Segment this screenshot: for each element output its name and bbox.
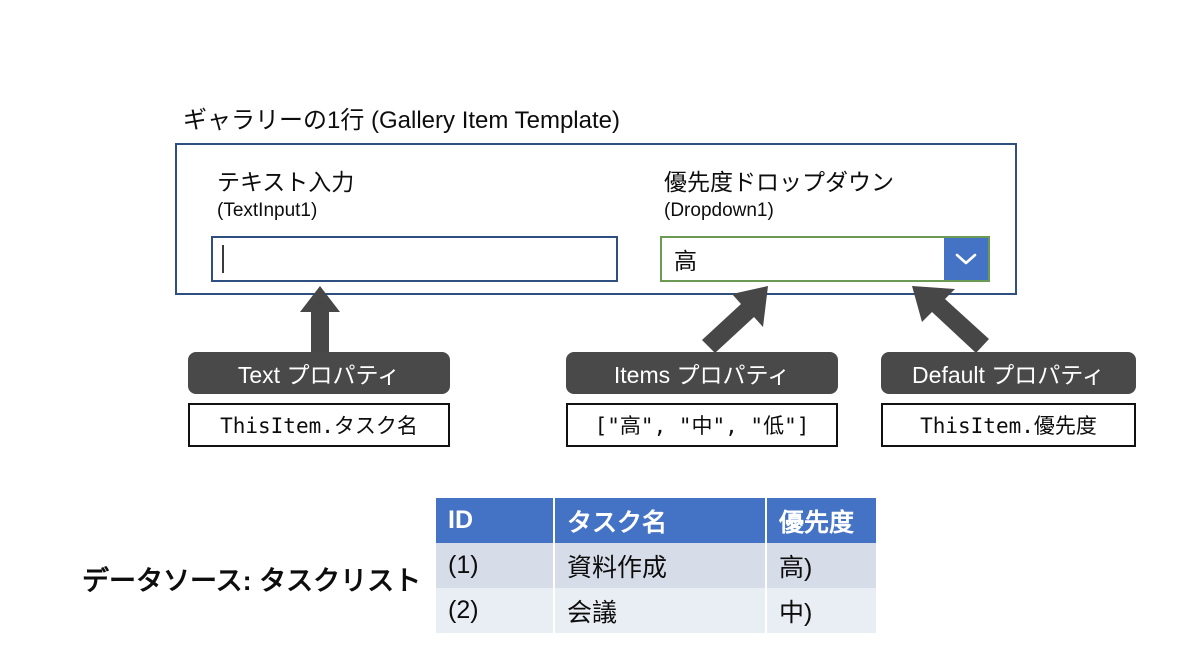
arrow-up-left-icon-default-property <box>912 286 989 353</box>
table-cell-id: (2) <box>436 588 555 633</box>
textinput-label-main: テキスト入力 <box>217 169 355 195</box>
table-header-priority: 優先度 <box>766 498 876 543</box>
badge-items-property: Items プロパティ <box>566 352 838 394</box>
dropdown-label-sub: (Dropdown1) <box>664 200 774 221</box>
formula-default-property: ThisItem.優先度 <box>881 403 1136 447</box>
table-header-row: ID タスク名 優先度 <box>436 498 876 543</box>
table-cell-priority: 高) <box>766 543 876 588</box>
formula-text-property: ThisItem.タスク名 <box>188 403 450 447</box>
arrow-up-icon-text-property <box>300 286 340 352</box>
table-cell-id: (1) <box>436 543 555 588</box>
table-cell-taskname: 資料作成 <box>554 543 767 588</box>
badge-text-property: Text プロパティ <box>188 352 450 394</box>
textinput-label-sub: (TextInput1) <box>217 200 318 221</box>
table-header-id: ID <box>436 498 555 543</box>
formula-items-property: ["高", "中", "低"] <box>566 403 838 447</box>
dropdown-label-main: 優先度ドロップダウン <box>664 169 894 195</box>
page-title: ギャラリーの1行 (Gallery Item Template) <box>183 107 620 134</box>
table-cell-priority: 中) <box>766 588 876 633</box>
text-caret <box>222 245 224 273</box>
badge-default-property: Default プロパティ <box>881 352 1136 394</box>
dropdown-selected-value: 高 <box>674 248 697 274</box>
datasource-table: ID タスク名 優先度 (1) 資料作成 高) (2) 会議 中) <box>436 498 876 633</box>
table-cell-taskname: 会議 <box>554 588 767 633</box>
priority-dropdown-control[interactable]: 高 <box>660 236 990 282</box>
table-header-taskname: タスク名 <box>554 498 767 543</box>
text-input-control[interactable] <box>211 236 618 282</box>
table-row: (2) 会議 中) <box>436 588 876 633</box>
datasource-label: データソース: タスクリスト <box>82 566 422 596</box>
arrow-up-right-icon-items-property <box>702 286 768 353</box>
table-row: (1) 資料作成 高) <box>436 543 876 588</box>
chevron-down-icon[interactable] <box>944 238 988 280</box>
